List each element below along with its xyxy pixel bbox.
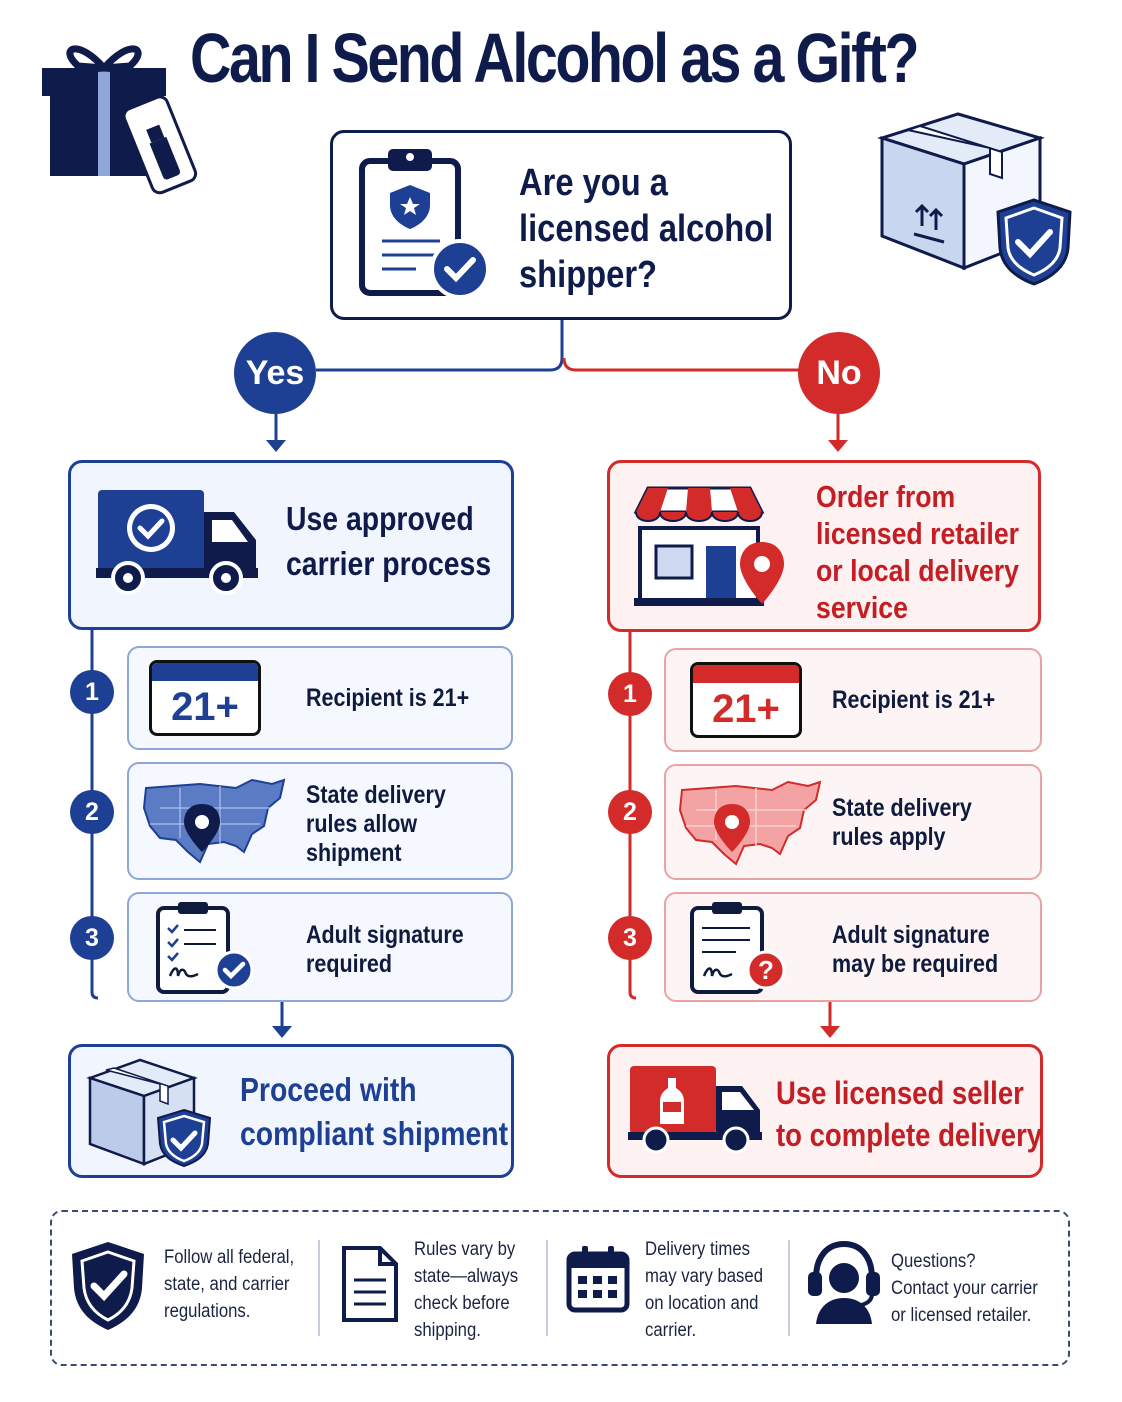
headset-icon xyxy=(808,1240,880,1324)
yes-step-3-text: Adult signature required xyxy=(306,921,464,978)
no-result-text: Use licensed seller to complete delivery xyxy=(776,1075,1043,1153)
yes-step-1-text: Recipient is 21+ xyxy=(306,684,470,712)
step-number: 1 xyxy=(70,670,114,714)
gift-icon xyxy=(42,45,198,195)
question-text: Are you a licensed alcohol shipper? xyxy=(519,162,774,296)
svg-text:?: ? xyxy=(758,955,774,985)
no-step-1-text: Recipient is 21+ xyxy=(832,686,996,714)
divider xyxy=(318,1240,320,1336)
no-header-text: Order from licensed retailer or local de… xyxy=(816,479,1020,625)
step-number: 2 xyxy=(70,790,114,834)
divider xyxy=(546,1240,548,1336)
yes-result-text: Proceed with compliant shipment xyxy=(240,1071,509,1152)
no-step-2 xyxy=(664,764,1042,880)
delivery-truck-icon xyxy=(96,490,258,595)
divider xyxy=(788,1240,790,1336)
us-map-pin-icon xyxy=(678,780,822,866)
no-step-3-text: Adult signature may be required xyxy=(832,921,999,978)
no-badge: No xyxy=(798,332,880,414)
document-icon xyxy=(342,1246,398,1322)
signature-clipboard-check-icon xyxy=(156,902,254,994)
step-number: 3 xyxy=(608,916,652,960)
yes-badge: Yes xyxy=(234,332,316,414)
age-21-calendar-icon: 21+ xyxy=(690,662,802,738)
delivery-truck-bottle-icon xyxy=(628,1066,762,1154)
no-step-2-text: State delivery rules apply xyxy=(832,794,972,851)
storefront-pin-icon xyxy=(633,486,784,606)
shield-check-icon xyxy=(72,1242,144,1330)
signature-clipboard-question-icon: ? xyxy=(690,902,786,994)
calendar-icon xyxy=(566,1246,630,1313)
footer-note-3: Delivery times may vary based on locatio… xyxy=(645,1239,764,1341)
step-number: 2 xyxy=(608,790,652,834)
clipboard-badge-icon xyxy=(359,149,490,299)
yes-header-text: Use approved carrier process xyxy=(286,500,492,582)
page-title: Can I Send Alcohol as a Gift? xyxy=(190,19,920,97)
footer-note-1: Follow all federal, state, and carrier r… xyxy=(164,1247,295,1322)
step-number: 3 xyxy=(70,916,114,960)
footer-note-4: Questions? Contact your carrier or licen… xyxy=(891,1251,1038,1326)
package-shield-icon xyxy=(86,1058,212,1168)
us-map-pin-icon xyxy=(142,778,286,864)
age-21-calendar-icon: 21+ xyxy=(149,660,261,736)
step-number: 1 xyxy=(608,672,652,716)
yes-step-2-text: State delivery rules allow shipment xyxy=(306,781,446,867)
footer-notes xyxy=(50,1210,1070,1366)
footer-note-2: Rules vary by state—always check before … xyxy=(414,1239,519,1341)
package-shield-icon xyxy=(877,112,1072,286)
